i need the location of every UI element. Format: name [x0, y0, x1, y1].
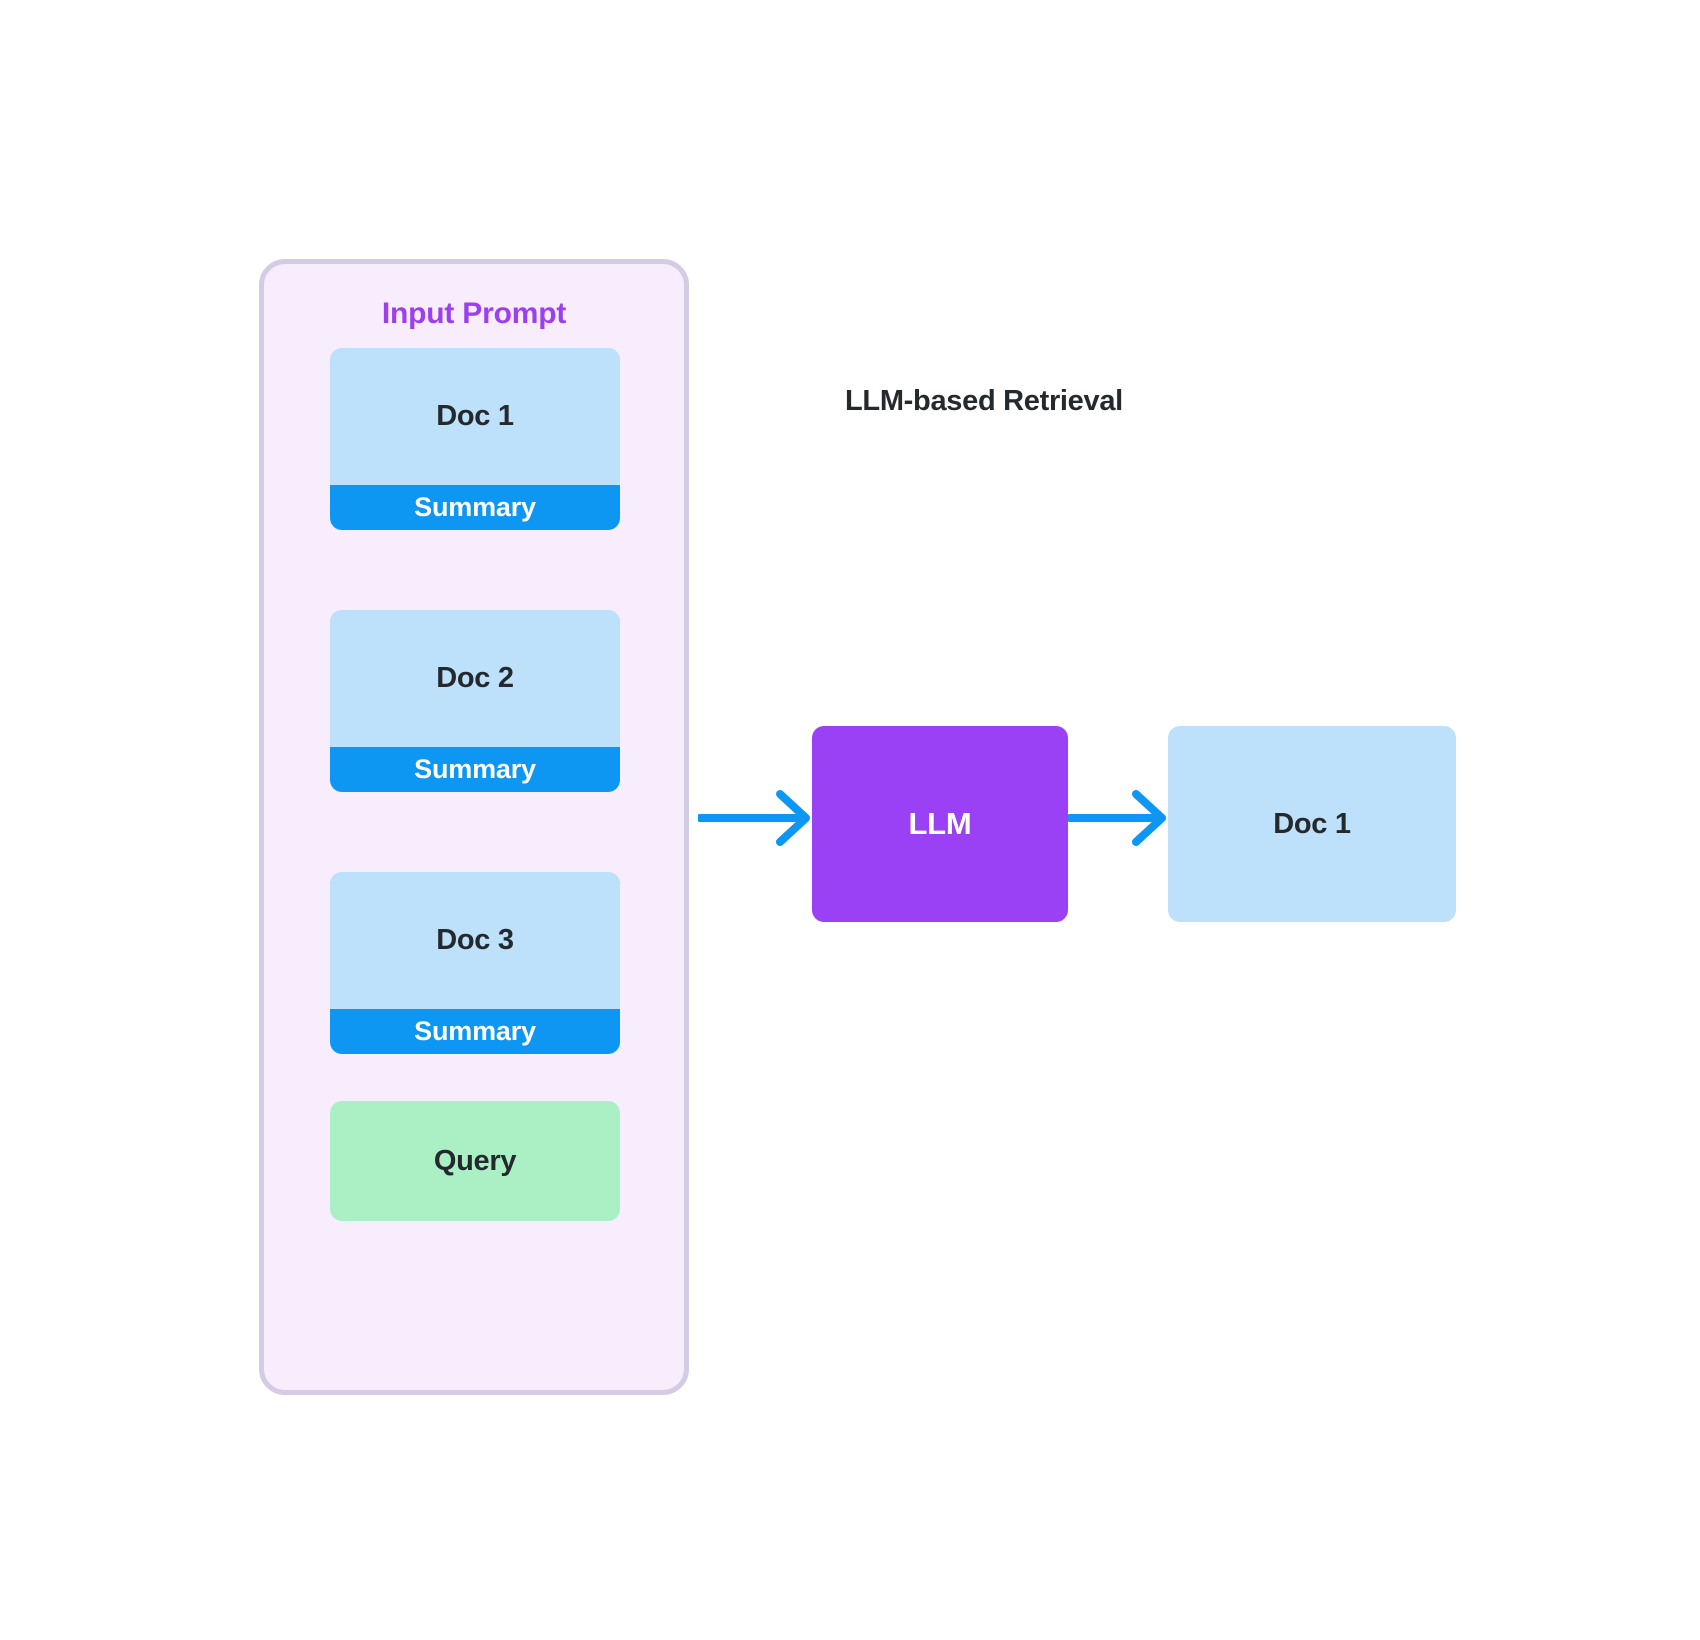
doc-card-3-summary-label: Summary: [414, 1016, 536, 1046]
output-doc-node[interactable]: Doc 1: [1168, 726, 1456, 922]
query-label: Query: [433, 1144, 517, 1177]
doc-card-3-label: Doc 3: [436, 924, 514, 956]
doc-card-1-body: Doc 1: [330, 348, 620, 485]
llm-node-label: LLM: [908, 806, 972, 841]
query-box[interactable]: Query: [330, 1101, 620, 1221]
doc-card-3-body: Doc 3: [330, 872, 620, 1009]
doc-card-1-summary-label: Summary: [414, 492, 536, 522]
doc-card-2-summary-label: Summary: [414, 754, 536, 784]
doc-card-2-label: Doc 2: [436, 662, 514, 694]
doc-card-2-summary-bar[interactable]: Summary: [330, 747, 620, 792]
input-prompt-panel: Input Prompt Doc 1 Summary Doc 2 Summary…: [259, 259, 689, 1395]
doc-card-1-label: Doc 1: [436, 400, 514, 432]
input-prompt-title: Input Prompt: [381, 297, 567, 330]
arrow-llm-to-output-icon: [1068, 790, 1166, 846]
doc-card-3-summary-bar[interactable]: Summary: [330, 1009, 620, 1054]
doc-card-1[interactable]: Doc 1 Summary: [330, 348, 620, 530]
doc-card-2-body: Doc 2: [330, 610, 620, 747]
arrow-prompt-to-llm-icon: [698, 790, 810, 846]
llm-node[interactable]: LLM: [812, 726, 1068, 922]
doc-card-2[interactable]: Doc 2 Summary: [330, 610, 620, 792]
doc-card-1-summary-bar[interactable]: Summary: [330, 485, 620, 530]
doc-card-3[interactable]: Doc 3 Summary: [330, 872, 620, 1054]
diagram-title: LLM-based Retrieval: [845, 385, 1123, 417]
output-doc-label: Doc 1: [1273, 807, 1351, 840]
